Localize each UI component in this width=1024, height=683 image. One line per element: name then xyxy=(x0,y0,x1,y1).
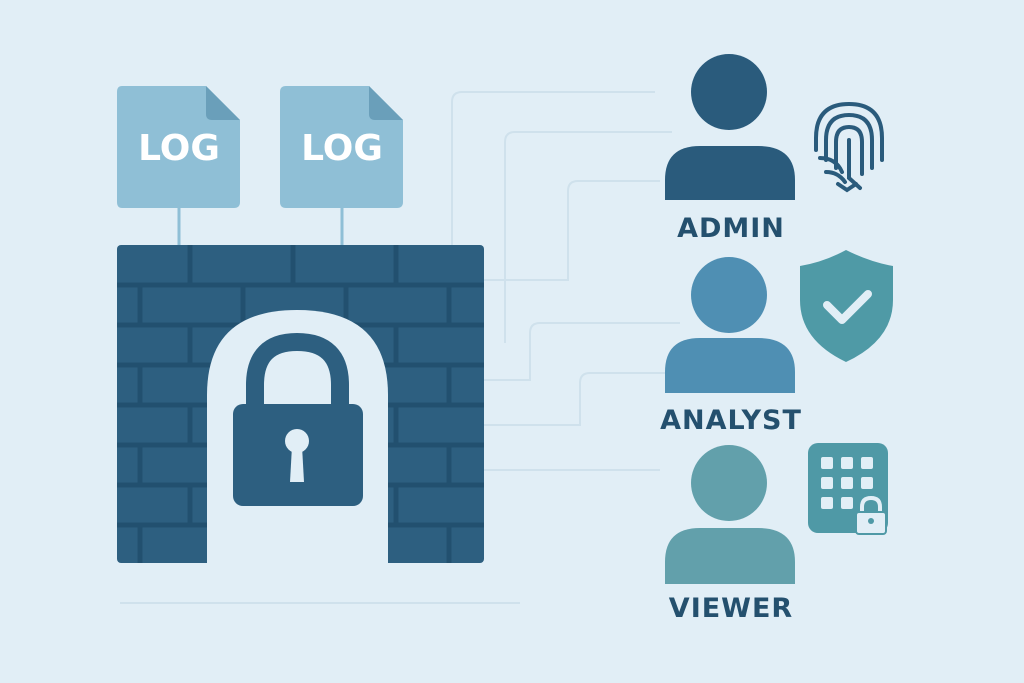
log-file-2: LOG xyxy=(280,86,403,246)
keypad-key xyxy=(861,477,873,489)
role-label: VIEWER xyxy=(669,593,793,624)
role-analyst: ANALYST xyxy=(660,257,802,436)
role-viewer: VIEWER xyxy=(665,445,795,624)
user-icon xyxy=(691,445,767,521)
log-label: LOG xyxy=(138,128,220,169)
keypad-key xyxy=(841,457,853,469)
padlock-icon xyxy=(233,332,363,506)
keypad-lock-icon xyxy=(808,443,888,535)
connector-lines xyxy=(120,91,680,604)
role-label: ANALYST xyxy=(660,405,802,436)
log-file-1: LOG xyxy=(117,86,240,246)
user-icon xyxy=(691,257,767,333)
keypad-key xyxy=(821,497,833,509)
shield-check-icon xyxy=(800,250,893,362)
keypad-key xyxy=(861,457,873,469)
keypad-key xyxy=(821,457,833,469)
role-admin: ADMIN xyxy=(665,54,795,244)
keypad-key xyxy=(841,497,853,509)
keypad-key xyxy=(821,477,833,489)
log-label: LOG xyxy=(301,128,383,169)
role-label: ADMIN xyxy=(677,213,785,244)
user-icon xyxy=(691,54,767,130)
fingerprint-icon xyxy=(814,101,884,193)
keypad-key xyxy=(841,477,853,489)
